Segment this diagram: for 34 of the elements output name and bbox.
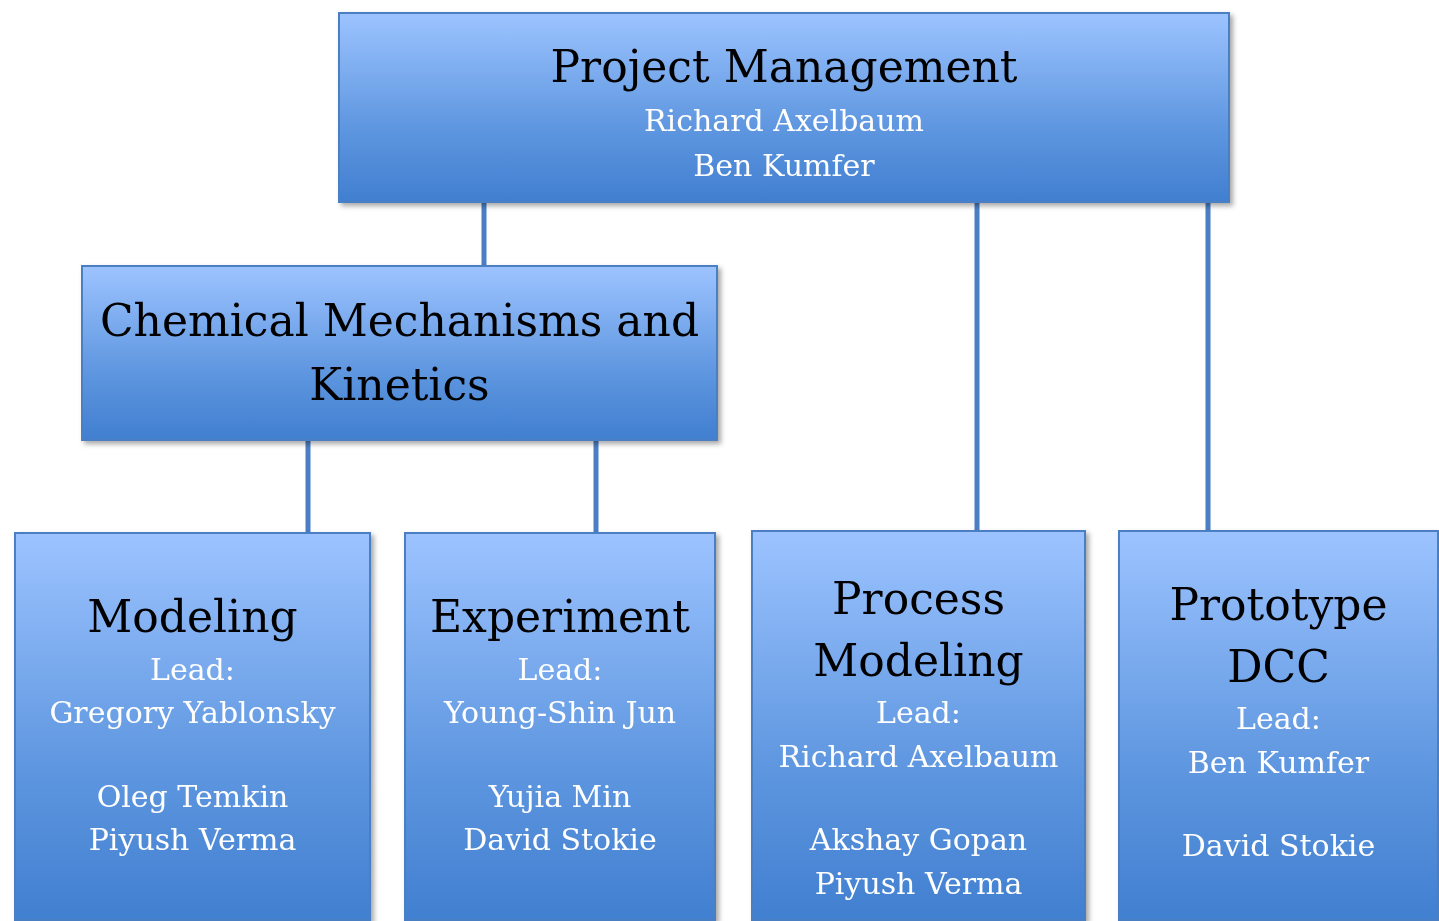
person-name: Yujia Min: [488, 777, 632, 816]
role-label: Lead:: [876, 694, 961, 733]
person-name: Oleg Temkin: [96, 777, 289, 816]
connector-line: [974, 203, 980, 530]
person-name: Young-Shin Jun: [443, 694, 677, 733]
box-title: Prototype DCC: [1168, 578, 1389, 694]
role-label: Lead:: [517, 650, 603, 689]
person-name: Akshay Gopan: [809, 821, 1028, 860]
role-label: Lead:: [1236, 700, 1321, 739]
box-title: Project Management: [550, 40, 1018, 94]
box-title: Process Modeling: [812, 572, 1025, 688]
person-name: Gregory Yablonsky: [49, 694, 336, 733]
role-label: Lead:: [150, 650, 235, 689]
box-title: Modeling: [87, 590, 298, 644]
person-name: Ben Kumfer: [1187, 743, 1370, 782]
connector-line: [593, 441, 599, 532]
person-name: Richard Axelbaum: [643, 101, 925, 140]
org-box: [338, 12, 1230, 203]
box-title: Chemical Mechanisms and Kinetics: [98, 294, 701, 412]
person-name: David Stokie: [1181, 827, 1376, 866]
connector-line: [305, 441, 311, 532]
org-box: [1118, 530, 1439, 921]
box-title: Experiment: [430, 590, 690, 644]
connector-line: [481, 203, 487, 265]
org-box: [81, 265, 718, 441]
org-box: [14, 532, 371, 921]
org-box: [404, 532, 716, 921]
org-box: [751, 530, 1086, 921]
person-name: Richard Axelbaum: [778, 737, 1059, 776]
person-name: David Stokie: [463, 821, 657, 860]
person-name: Ben Kumfer: [693, 146, 875, 185]
connector-line: [1205, 203, 1211, 530]
person-name: Piyush Verma: [814, 864, 1023, 903]
person-name: Piyush Verma: [88, 821, 297, 860]
